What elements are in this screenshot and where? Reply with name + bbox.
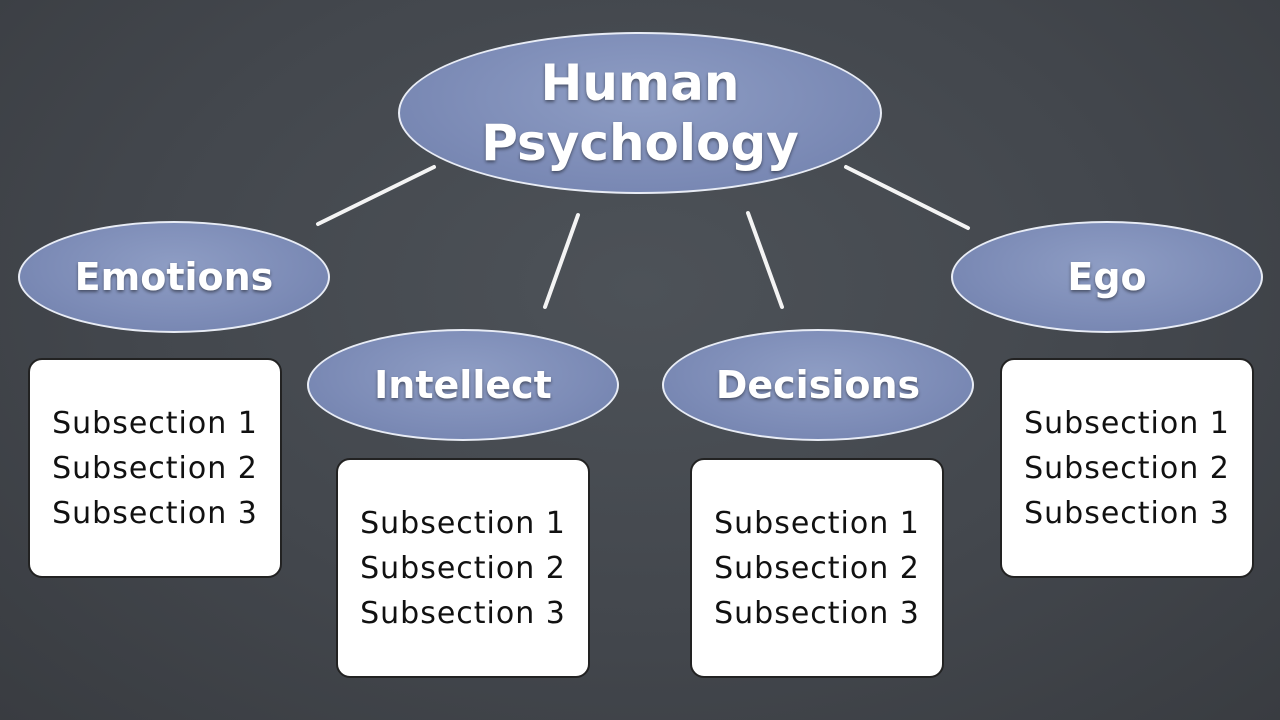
category-title-intellect: Intellect xyxy=(374,363,552,407)
connector-ego xyxy=(844,165,970,230)
category-title-decisions: Decisions xyxy=(715,363,921,407)
subsection-item: Subsection 3 xyxy=(52,495,258,531)
connector-decisions xyxy=(746,211,784,309)
subsection-item: Subsection 2 xyxy=(52,450,258,486)
subsection-item: Subsection 3 xyxy=(360,595,566,631)
connector-intellect xyxy=(543,213,580,309)
subsection-box-emotions: Subsection 1 Subsection 2 Subsection 3 xyxy=(28,358,282,578)
subsection-item: Subsection 2 xyxy=(1024,450,1230,486)
subsection-box-decisions: Subsection 1 Subsection 2 Subsection 3 xyxy=(690,458,944,678)
subsection-item: Subsection 1 xyxy=(52,405,258,441)
category-title-emotions: Emotions xyxy=(74,255,274,299)
subsection-item: Subsection 2 xyxy=(714,550,920,586)
subsection-box-ego: Subsection 1 Subsection 2 Subsection 3 xyxy=(1000,358,1254,578)
root-node-human-psychology: Human Psychology xyxy=(398,32,882,194)
category-node-emotions: Emotions xyxy=(18,221,330,333)
category-node-intellect: Intellect xyxy=(307,329,619,441)
root-node-title: Human Psychology xyxy=(481,54,799,172)
subsection-item: Subsection 1 xyxy=(1024,405,1230,441)
subsection-item: Subsection 3 xyxy=(1024,495,1230,531)
subsection-box-intellect: Subsection 1 Subsection 2 Subsection 3 xyxy=(336,458,590,678)
connector-emotions xyxy=(316,165,436,226)
subsection-item: Subsection 3 xyxy=(714,595,920,631)
category-node-decisions: Decisions xyxy=(662,329,974,441)
subsection-item: Subsection 1 xyxy=(714,505,920,541)
category-node-ego: Ego xyxy=(951,221,1263,333)
subsection-item: Subsection 2 xyxy=(360,550,566,586)
subsection-item: Subsection 1 xyxy=(360,505,566,541)
category-title-ego: Ego xyxy=(1067,255,1147,299)
